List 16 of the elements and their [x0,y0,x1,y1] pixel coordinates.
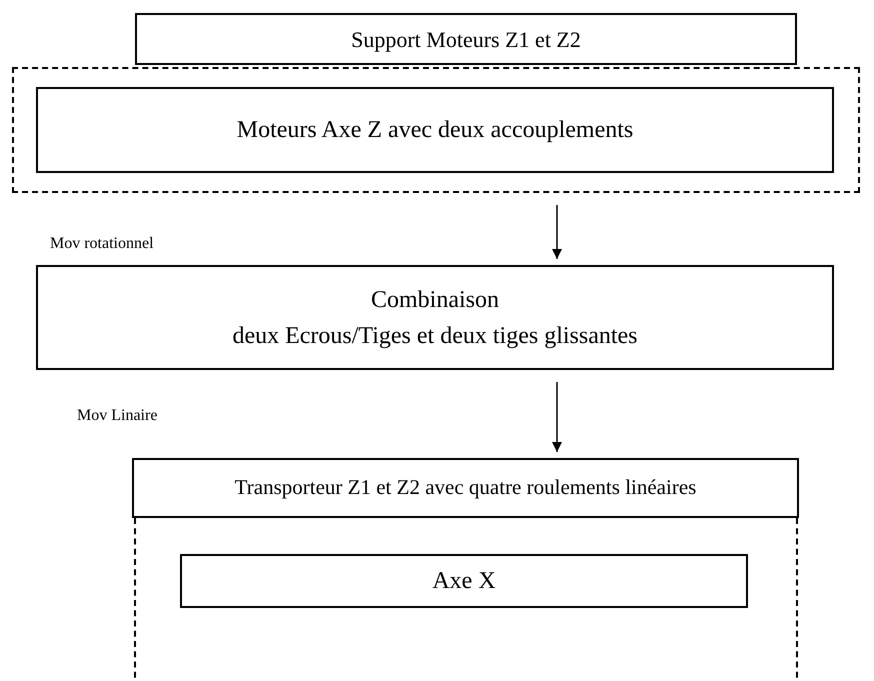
process-box [135,13,797,65]
motion-label: Mov rotationnel [50,235,154,253]
node-text: Combinaison [370,286,499,314]
dashed-group-frame [12,67,860,193]
arrow [552,382,562,452]
node-text: Axe X [432,567,496,596]
process-box [36,265,834,370]
node-text: Support Moteurs Z1 et Z2 [351,26,581,54]
node-text: Moteurs Axe Z avec deux accouplements [236,116,634,145]
node-text: Transporteur Z1 et Z2 avec quatre roulements linéaires [234,474,696,502]
process-box [132,458,799,518]
motion-label: Mov Linaire [77,407,158,425]
arrow [552,205,562,259]
node-text: deux Ecrous/Tiges et deux tiges glissantes [232,322,638,350]
process-box [180,554,748,608]
process-box [36,87,834,173]
